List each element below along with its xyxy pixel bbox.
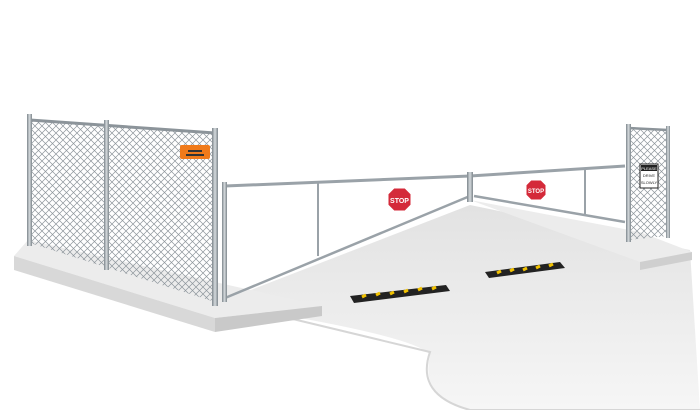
sign-line-3: SLOWLY [641,180,658,185]
speed-bump-back [485,262,565,278]
speed-bump-front [350,285,450,303]
left-chain-link-fence [27,114,218,306]
drive-slowly-sign: PLEASE DRIVE SLOWLY [639,163,659,189]
right-chain-link-fence: PLEASE DRIVE SLOWLY [626,124,670,242]
stop-sign-left: STOP [387,187,412,212]
driveway-apron [221,301,700,410]
svg-text:STOP: STOP [390,198,409,205]
right-concrete-slab [470,200,692,270]
sign-line-2: DRIVE [643,173,656,178]
sign-line-1: PLEASE [641,166,657,171]
svg-text:STOP: STOP [528,189,544,195]
driveway [225,205,700,410]
stop-sign-right: STOP [525,179,547,201]
swing-gate [222,164,626,302]
